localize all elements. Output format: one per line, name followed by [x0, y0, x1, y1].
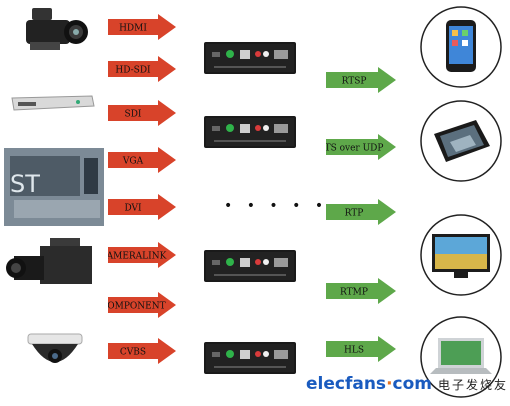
input-arrow: CAMERALINK: [108, 242, 176, 268]
input-arrow: SDI: [108, 100, 176, 126]
watermark-chinese: 电子发烧友: [437, 378, 508, 392]
protocol-arrow-label: HLS: [344, 346, 364, 356]
protocol-arrow: RTMP: [326, 278, 396, 304]
protocol-arrow: HLS: [326, 336, 396, 362]
input-arrow-label: COMPONENT: [108, 302, 166, 312]
laptop-icon: [420, 316, 502, 398]
encoder-box: [204, 40, 296, 76]
protocol-arrow-label: RTP: [345, 209, 364, 219]
watermark-brand-left: elecfans: [306, 374, 387, 394]
watermark: elecfans·com 电子发烧友: [306, 374, 508, 394]
svg-text:ST: ST: [10, 170, 40, 198]
encoder-box: [204, 248, 296, 284]
graphics-card-icon: ST: [4, 148, 104, 226]
input-arrow: HDMI: [108, 14, 176, 40]
watermark-brand-dot: ·: [386, 374, 393, 394]
dome-camera-icon: [20, 330, 90, 378]
input-arrow-label: HD-SDI: [115, 66, 151, 76]
encoder-box: [204, 114, 296, 150]
input-arrow-label: DVI: [124, 204, 142, 214]
input-arrow: DVI: [108, 194, 176, 220]
protocol-arrow: RTSP: [326, 67, 396, 93]
protocol-arrow-label: RTSP: [342, 77, 367, 87]
input-arrow: CVBS: [108, 338, 176, 364]
watermark-brand: elecfans·com: [306, 374, 438, 394]
television-icon: [420, 214, 502, 296]
watermark-brand-right: com: [392, 374, 433, 394]
protocol-arrow-label: RTMP: [340, 288, 368, 298]
input-arrow-label: CVBS: [120, 348, 146, 358]
input-arrow: VGA: [108, 147, 176, 173]
input-arrow: HD-SDI: [108, 56, 176, 82]
input-arrow-label: CAMERALINK: [108, 252, 167, 262]
encoder-box: [204, 340, 296, 376]
input-arrow-label: VGA: [122, 157, 144, 167]
input-arrow: COMPONENT: [108, 292, 176, 318]
industrial-camera-icon: [6, 236, 102, 296]
protocol-arrow: TS over UDP: [326, 134, 396, 160]
protocol-arrow: RTP: [326, 199, 396, 225]
set-top-box-icon: [8, 92, 96, 114]
protocol-arrow-label: TS over UDP: [326, 144, 383, 154]
ellipsis-dots: • • • • •: [224, 198, 329, 214]
input-arrow-label: SDI: [125, 110, 142, 120]
tablet-icon: [420, 100, 502, 182]
smartphone-icon: [420, 6, 502, 88]
video-camcorder-icon: [22, 2, 92, 58]
input-arrow-label: HDMI: [119, 24, 147, 34]
